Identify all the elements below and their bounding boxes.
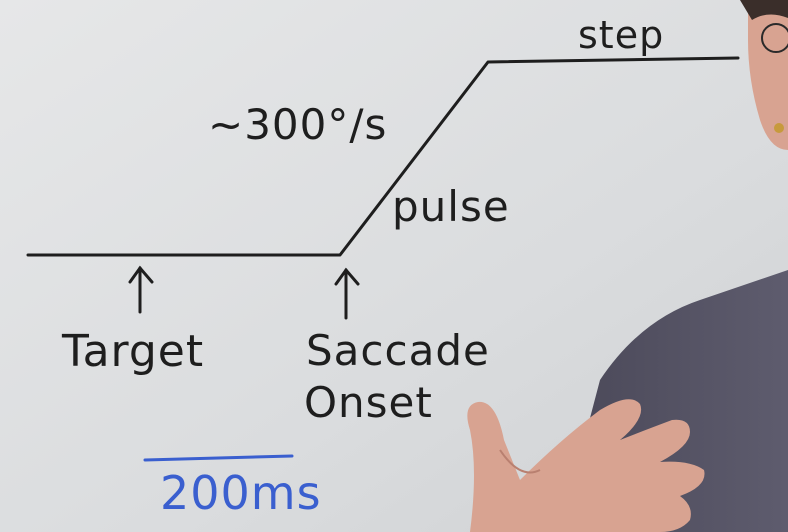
earring-icon <box>774 123 784 133</box>
saccade-label: Saccade <box>306 326 490 375</box>
position-trace <box>26 56 740 257</box>
target-label: Target <box>62 326 205 377</box>
timescale-label: 200ms <box>160 466 322 520</box>
presenter-head <box>740 0 788 150</box>
step-label: step <box>578 13 665 57</box>
timescale-bar <box>143 454 294 462</box>
saccade-onset-arrow <box>334 267 360 320</box>
pulse-label: pulse <box>392 182 510 231</box>
glasses-icon <box>761 23 788 53</box>
velocity-label: ~300°/s <box>208 100 388 149</box>
presenter-hand <box>467 399 705 532</box>
onset-label: Onset <box>304 378 433 427</box>
target-arrow <box>128 265 154 314</box>
